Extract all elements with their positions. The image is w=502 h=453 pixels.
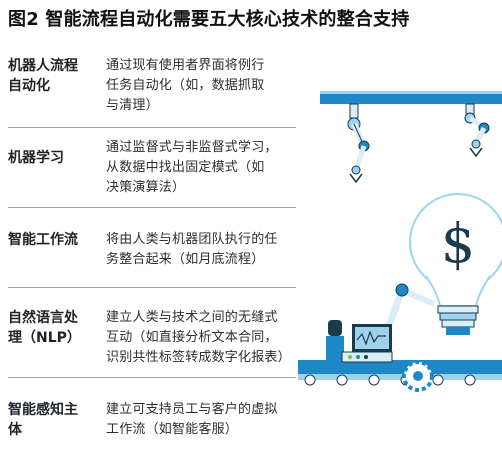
gear-icon bbox=[402, 360, 434, 392]
row-desc-line: 将由人类与机器团队执行的任 bbox=[106, 232, 278, 247]
ceiling-rail bbox=[320, 91, 502, 104]
row-desc-ml: 通过监督式与非监督式学习， 从数据中找出固定模式（如 决策演算法） bbox=[106, 138, 296, 198]
row-desc-line: 互动（如直接分析文本合同， bbox=[106, 330, 278, 345]
row-desc-line: 识别共性标签转成数字化报表） bbox=[106, 350, 291, 365]
row-desc-line: 与清理） bbox=[106, 98, 159, 113]
row-label-nlp: 自然语言处 理（NLP） bbox=[8, 308, 106, 348]
worker-monitor-icon bbox=[326, 320, 392, 360]
row-label-agents-line1: 智能感知主 bbox=[8, 402, 78, 418]
row-label-agents-line2: 体 bbox=[8, 422, 22, 438]
table-row-agents: 智能感知主 体 建立可支持员工与客户的虚拟 工作流（如智能客服） bbox=[8, 378, 296, 448]
row-label-rpa-line1: 机器人流程 bbox=[8, 58, 78, 74]
row-label-workflow: 智能工作流 bbox=[8, 232, 78, 248]
dollar-sign: $ bbox=[441, 212, 475, 275]
conveyor-icon bbox=[298, 351, 502, 386]
robot-arm-right-icon bbox=[464, 103, 490, 158]
row-label-ml: 机器学习 bbox=[8, 150, 64, 166]
row-desc-line: 通过现有使用者界面将例行 bbox=[106, 58, 265, 73]
row-label-agents: 智能感知主 体 bbox=[8, 400, 106, 440]
row-desc-nlp: 建立人类与技术之间的无缝式 互动（如直接分析文本合同， 识别共性标签转成数字化报… bbox=[106, 308, 296, 368]
row-desc-line: 工作流（如智能客服） bbox=[106, 422, 239, 437]
robot-arm-left-icon bbox=[347, 103, 370, 184]
row-desc-line: 决策演算法） bbox=[106, 180, 186, 195]
row-label-rpa: 机器人流程 自动化 bbox=[8, 56, 106, 96]
table-row-nlp: 自然语言处 理（NLP） 建立人类与技术之间的无缝式 互动（如直接分析文本合同，… bbox=[8, 288, 296, 378]
automation-illustration: $ bbox=[298, 90, 502, 453]
row-desc-line: 务整合起来（如月底流程） bbox=[106, 252, 265, 267]
row-desc-line: 通过监督式与非监督式学习， bbox=[106, 140, 278, 155]
row-label-nlp-line2: 理（NLP） bbox=[8, 330, 81, 346]
technology-table: 机器人流程 自动化 通过现有使用者界面将例行 任务自动化（如，数据抓取 与清理）… bbox=[8, 42, 296, 448]
row-desc-line: 建立可支持员工与客户的虚拟 bbox=[106, 402, 278, 417]
illustration-svg: $ bbox=[298, 91, 502, 392]
row-label-rpa-line2: 自动化 bbox=[8, 78, 50, 94]
figure-title: 图2 智能流程自动化需要五大核心技术的整合支持 bbox=[8, 9, 410, 30]
table-row-workflow: 智能工作流 将由人类与机器团队执行的任 务整合起来（如月底流程） bbox=[8, 208, 296, 288]
row-desc-workflow: 将由人类与机器团队执行的任 务整合起来（如月底流程） bbox=[106, 230, 296, 270]
row-desc-agents: 建立可支持员工与客户的虚拟 工作流（如智能客服） bbox=[106, 400, 296, 440]
row-desc-line: 建立人类与技术之间的无缝式 bbox=[106, 310, 278, 325]
row-desc-line: 从数据中找出固定模式（如 bbox=[106, 160, 265, 175]
dollar-bulb-icon: $ bbox=[409, 193, 502, 335]
table-row-ml: 机器学习 通过监督式与非监督式学习， 从数据中找出固定模式（如 决策演算法） bbox=[8, 128, 296, 208]
table-row-rpa: 机器人流程 自动化 通过现有使用者界面将例行 任务自动化（如，数据抓取 与清理） bbox=[8, 42, 296, 128]
row-desc-line: 任务自动化（如，数据抓取 bbox=[106, 78, 265, 93]
row-desc-rpa: 通过现有使用者界面将例行 任务自动化（如，数据抓取 与清理） bbox=[106, 56, 296, 116]
row-label-nlp-line1: 自然语言处 bbox=[8, 310, 78, 326]
